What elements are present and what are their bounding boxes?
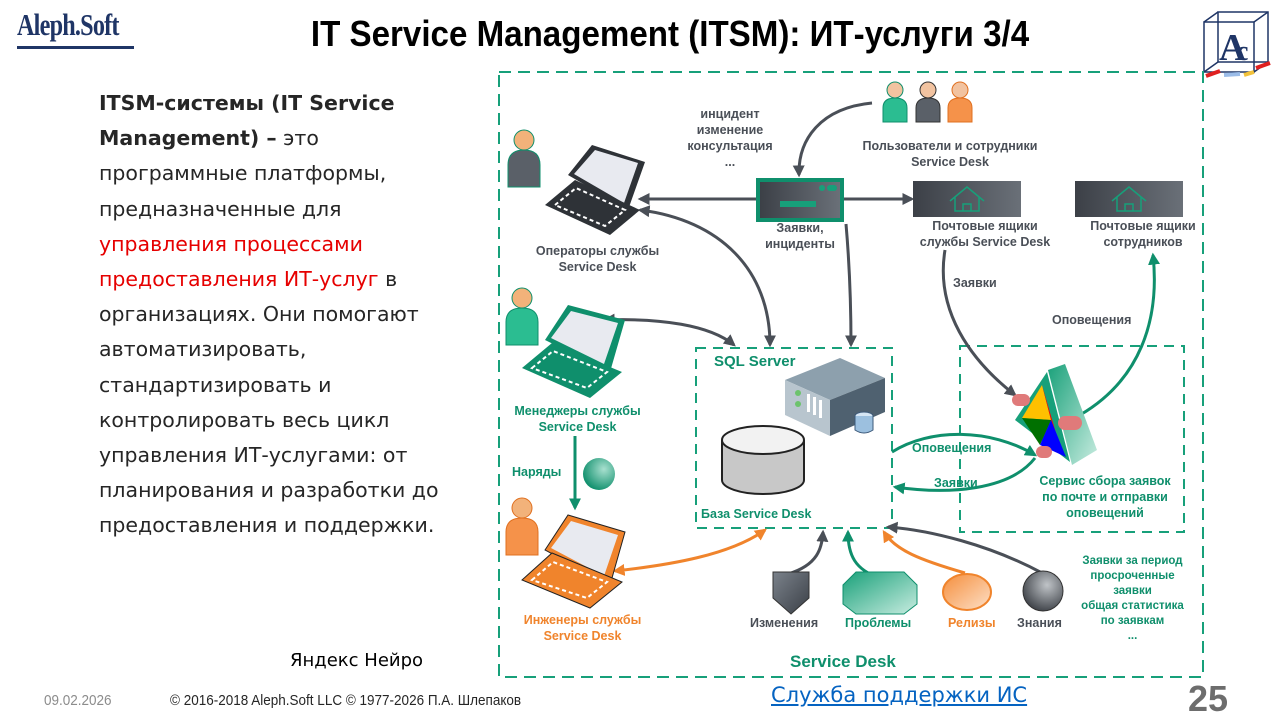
arrow-releases-to-db xyxy=(882,529,966,575)
engineer-person-icon xyxy=(505,497,539,556)
operators-label: Операторы службы Service Desk xyxy=(535,244,660,274)
users-group-icon xyxy=(882,81,973,123)
arrow-changes-to-db xyxy=(787,529,829,576)
mail-service-frame xyxy=(959,345,1185,533)
manager-person-icon xyxy=(505,287,539,346)
mailbox-staff-label: Почтовые ящики сотрудников xyxy=(1090,219,1196,249)
managers-label: Менеджеры службы Service Desk xyxy=(514,404,641,434)
reports-label: Заявки за период просроченные заявки общ… xyxy=(1081,555,1184,642)
users-label: Пользователи и сотрудники Service Desk xyxy=(862,139,1038,169)
svg-text:c: c xyxy=(1236,36,1248,67)
description-highlight: управления процессами предоставления ИТ-… xyxy=(99,231,379,292)
mailbox-sd-label: Почтовые ящики службы Service Desk xyxy=(919,219,1051,249)
arrow-tickets-to-sql xyxy=(844,223,857,348)
arrow-operators-db xyxy=(637,205,776,348)
arrow-users-to-tickets xyxy=(792,101,873,178)
manager-laptop-icon xyxy=(522,305,625,398)
engineer-laptop-icon xyxy=(521,514,626,609)
arrow-service-to-staff-mailbox xyxy=(1079,252,1160,417)
description-bold-lead: ITSM-системы (IT Service Management) – xyxy=(99,91,395,151)
mailbox-sd-icon xyxy=(913,181,1021,217)
engineers-label: Инженеры службы Service Desk xyxy=(523,613,642,643)
tickets-label: Заявки, инциденты xyxy=(765,221,835,251)
arrow-problems-to-db xyxy=(842,529,881,580)
releases-ellipse-icon xyxy=(942,573,992,611)
work-orders-label: Наряды xyxy=(512,465,562,479)
knowledge-label: Знания xyxy=(1017,616,1062,630)
sql-server-hardware-icon xyxy=(785,358,885,436)
mail-service-prism-icon xyxy=(1012,364,1097,465)
description-text-1: это программные платформы, предназначенн… xyxy=(99,126,387,221)
service-desk-frame xyxy=(498,71,1204,678)
footer-date: 09.02.2026 xyxy=(44,692,112,709)
itsm-description: ITSM-системы (IT Service Management) – э… xyxy=(99,86,449,544)
arrow-knowledge-to-db xyxy=(885,521,1043,575)
request-types-label: инцидент изменение консультация ... xyxy=(687,107,773,169)
database-label: База Service Desk xyxy=(701,507,812,521)
database-cylinder-icon xyxy=(721,425,805,495)
arrow-notifications-label: Оповещения xyxy=(1052,313,1132,327)
mail-service-label: Сервис сбора заявок по почте и отправки … xyxy=(1039,474,1171,520)
arrow-managers-db xyxy=(602,313,736,347)
service-desk-label: Service Desk xyxy=(790,652,896,671)
arrow-requests-label: Заявки xyxy=(953,276,997,290)
arrow-mailbox-to-service xyxy=(941,249,1017,397)
mailbox-staff-icon xyxy=(1075,181,1183,217)
support-link[interactable]: Служба поддержки ИС xyxy=(771,683,1028,707)
slide-title: IT Service Management (ITSM): ИТ-услуги … xyxy=(310,13,1030,54)
releases-label: Релизы xyxy=(948,616,996,630)
ac-cube-logo-icon: A c xyxy=(1203,11,1271,78)
operator-person-icon xyxy=(507,129,541,188)
changes-shield-icon xyxy=(772,571,810,615)
arrow-service-to-db-requests xyxy=(892,457,1037,495)
aleph-soft-logo: Aleph.Soft xyxy=(17,7,119,42)
loop-notifications-label: Оповещения xyxy=(912,441,992,455)
source-note: Яндекс Нейро xyxy=(290,650,424,671)
footer-copyright: © 2016-2018 Aleph.Soft LLC © 1977-2026 П… xyxy=(170,692,522,709)
loop-requests-label: Заявки xyxy=(934,476,978,490)
arrow-engineers-db xyxy=(612,528,767,576)
knowledge-sphere-icon xyxy=(1022,570,1064,612)
arrow-db-to-service-notifications xyxy=(891,432,1038,457)
svg-text:A: A xyxy=(1219,27,1247,69)
problems-label: Проблемы xyxy=(845,616,912,630)
page-number: 25 xyxy=(1188,678,1229,719)
description-text-2: в организациях. Они помогают автоматизир… xyxy=(99,267,439,538)
work-order-sphere-icon xyxy=(583,458,615,490)
operator-laptop-icon xyxy=(545,145,645,235)
problems-octagon-icon xyxy=(842,571,918,615)
changes-label: Изменения xyxy=(750,616,819,630)
tickets-server-icon xyxy=(756,178,844,222)
sql-server-label: SQL Server xyxy=(714,353,796,370)
logo-underline xyxy=(17,46,134,49)
